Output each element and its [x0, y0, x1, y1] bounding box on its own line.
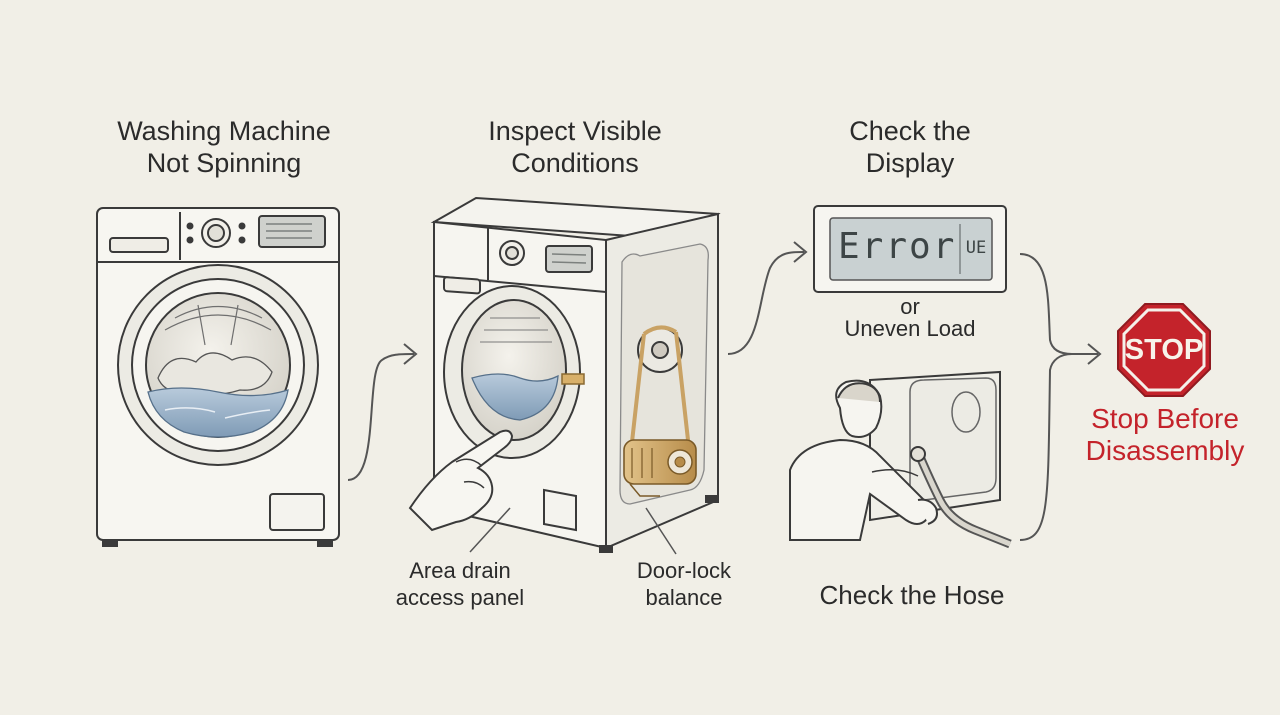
step2-title-line2: Conditions: [511, 148, 639, 178]
step2-title: Inspect Visible Conditions: [450, 115, 700, 179]
or-text: or: [900, 294, 920, 319]
drain-panel-label-line1: Area drain: [409, 558, 511, 583]
stop-label: Stop Before Disassembly: [1076, 403, 1254, 467]
stop-sign-icon: [1117, 303, 1211, 397]
stop-label-line1: Stop Before: [1091, 403, 1239, 434]
uneven-load-text: Uneven Load: [844, 316, 976, 341]
washing-machine-cutaway-icon: [430, 196, 721, 553]
hose-check-scene-icon: [789, 370, 1012, 549]
stop-sign-text: STOP: [1124, 334, 1204, 366]
door-lock-label: Door-lock balance: [614, 557, 754, 611]
step3-title-line2: Display: [865, 148, 955, 178]
drain-panel-label-line2: access panel: [395, 585, 525, 610]
step3-title-line1: Check the: [849, 116, 971, 146]
step1-title-line2: Not Spinning: [146, 148, 302, 178]
arrow-1-icon: [347, 343, 418, 481]
display-code-text: UE: [965, 238, 987, 258]
washing-machine-front-icon: [96, 207, 340, 547]
step2-title-line1: Inspect Visible: [488, 116, 662, 146]
hose-label: Check the Hose: [819, 580, 1005, 610]
arrow-2-icon: [727, 241, 808, 355]
lcd-display-icon: [813, 205, 1007, 293]
door-lock-label-line2: balance: [645, 585, 723, 610]
step3-title: Check the Display: [800, 115, 1020, 179]
display-error-text: Error: [838, 226, 957, 267]
leader-line-right: [645, 507, 677, 555]
step1-title-line1: Washing Machine: [117, 116, 331, 146]
pointing-hand-icon: [408, 429, 514, 532]
leader-line-left: [469, 507, 511, 553]
arrow-3-icon: [1019, 253, 1102, 541]
drain-panel-label: Area drain access panel: [380, 557, 540, 611]
step1-title: Washing Machine Not Spinning: [88, 115, 360, 179]
door-lock-label-line1: Door-lock: [636, 558, 732, 583]
stop-label-line2: Disassembly: [1085, 435, 1245, 466]
